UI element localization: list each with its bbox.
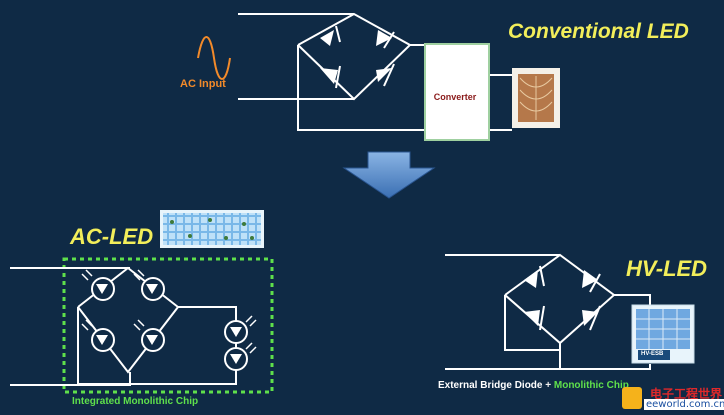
led-emission-arrows [81, 269, 257, 354]
eeworld-logo-icon [622, 387, 642, 409]
hv-led-title: HV-LED [626, 256, 708, 281]
hv-diodes [524, 270, 598, 326]
conventional-circuit [238, 12, 512, 131]
bridge-diamond [297, 12, 412, 101]
led-triangles [96, 284, 242, 364]
watermark-cn: 电子工程世界 [650, 387, 723, 401]
watermark-site: eeworld.com.cn [644, 399, 724, 410]
hv-bridge-diamond [504, 253, 616, 345]
conventional-led-chip-icon [512, 68, 560, 128]
led-string-top [178, 306, 237, 325]
led-string-bottom [77, 307, 237, 385]
ac-input-label: AC Input [180, 78, 226, 90]
diode-c3 [320, 68, 338, 84]
hv-diode-bars [539, 265, 601, 331]
diode-c1 [320, 30, 334, 46]
eeworld-watermark: 电子工程世界 eeworld.com.cn [622, 385, 724, 413]
converter-box [424, 43, 490, 141]
diode-c2 [376, 30, 392, 46]
hv-out-bottom [560, 364, 651, 370]
bridge-out-negative [297, 45, 425, 131]
integrated-chip-label: Integrated Monolithic Chip [72, 396, 199, 407]
monolithic-text: Monolithic Chip [553, 380, 629, 391]
hv-caption: External Bridge Diode + Monolithic Chip [438, 380, 629, 391]
hv-chip-icon [631, 304, 695, 364]
diode-c4 [376, 68, 392, 82]
monolithic-chip-boundary [62, 257, 274, 394]
ac-led-chip-icon [160, 210, 264, 248]
ac-sine-icon [197, 36, 231, 80]
converter-label: Converter [433, 92, 477, 102]
plus-text: + [545, 380, 552, 391]
transition-arrow-icon [342, 151, 436, 199]
conventional-led-title: Conventional LED [508, 20, 689, 43]
hv-led-circuit [445, 253, 651, 370]
ac-led-title: AC-LED [70, 224, 154, 249]
hv-chip-label: HV-ESB [641, 351, 664, 357]
external-bridge-text: External Bridge Diode [438, 380, 543, 391]
conventional-diodes [320, 30, 392, 84]
diode-bars-c [335, 25, 395, 89]
ac-led-circuit [10, 266, 237, 386]
